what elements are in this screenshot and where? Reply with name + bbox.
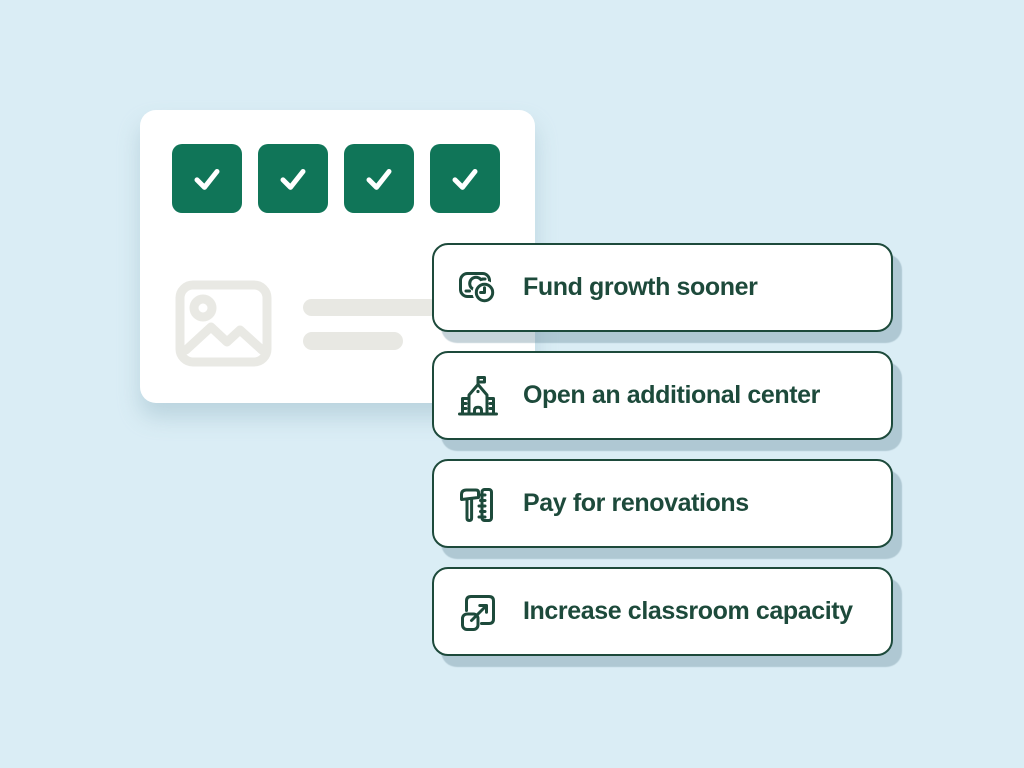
expand-icon xyxy=(454,588,502,636)
image-placeholder-icon xyxy=(175,280,272,367)
option-fund-growth[interactable]: Fund growth sooner xyxy=(432,243,893,332)
option-label: Open an additional center xyxy=(523,381,820,409)
hammer-ruler-icon xyxy=(454,480,502,528)
cash-clock-icon xyxy=(454,264,502,312)
checkmark-icon xyxy=(359,159,399,199)
checkmark-row xyxy=(172,144,500,213)
checkbox-checked[interactable] xyxy=(258,144,328,213)
checkbox-checked[interactable] xyxy=(172,144,242,213)
school-building-icon xyxy=(454,372,502,420)
checkbox-checked[interactable] xyxy=(344,144,414,213)
option-increase-capacity[interactable]: Increase classroom capacity xyxy=(432,567,893,656)
option-label: Pay for renovations xyxy=(523,489,749,517)
option-label: Increase classroom capacity xyxy=(523,597,853,625)
text-placeholder-line xyxy=(303,299,438,316)
checkmark-icon xyxy=(445,159,485,199)
text-placeholder-line xyxy=(303,332,403,350)
option-renovations[interactable]: Pay for renovations xyxy=(432,459,893,548)
option-label: Fund growth sooner xyxy=(523,273,758,301)
checkmark-icon xyxy=(273,159,313,199)
checkmark-icon xyxy=(187,159,227,199)
options-list: Fund growth sooner Open an add xyxy=(432,243,893,656)
checkbox-checked[interactable] xyxy=(430,144,500,213)
option-open-center[interactable]: Open an additional center xyxy=(432,351,893,440)
